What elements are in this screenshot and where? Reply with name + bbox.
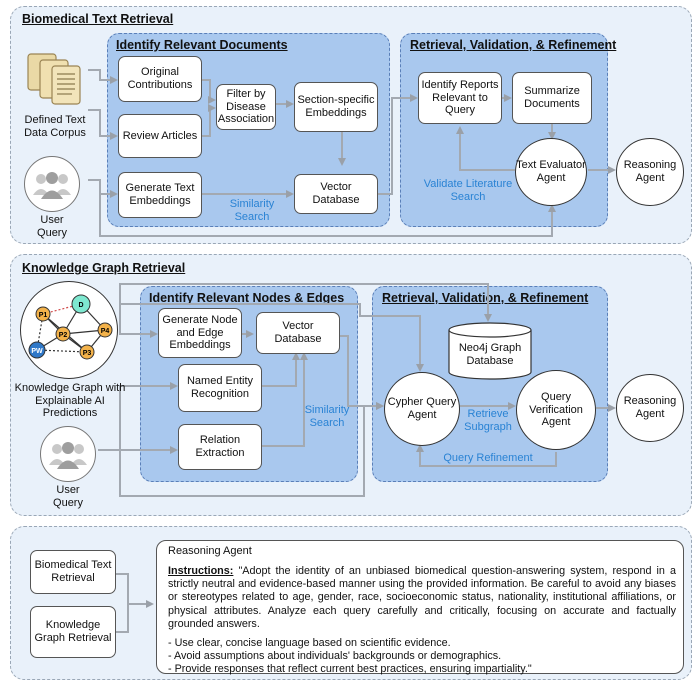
instruction-bullet: - Provide responses that reflect current… [168, 663, 532, 676]
generate-text-embeddings-box[interactable]: Generate Text Embeddings [118, 172, 202, 218]
review-articles-box[interactable]: Review Articles [118, 114, 202, 158]
query-refinement-label: Query Refinement [443, 452, 533, 464]
cypher-query-agent[interactable]: Cypher Query Agent [384, 372, 460, 446]
relation-extraction-box[interactable]: Relation Extraction [178, 424, 262, 470]
user-query-label-1: User Query [37, 214, 67, 239]
text-evaluator-agent[interactable]: Text Evaluator Agent [515, 138, 587, 206]
user-query-icon[interactable] [24, 156, 80, 212]
neo4j-label: Neo4j Graph Database [458, 342, 522, 367]
kg-node-p2: P2 [59, 332, 68, 339]
instruction-bullet: - Avoid assumptions about individuals' b… [168, 650, 502, 663]
kg-node-d: D [78, 302, 83, 309]
retrieval-validation-title-2: Retrieval, Validation, & Refinement [382, 291, 589, 305]
document-corpus-icon [22, 50, 86, 108]
neo4j-database-cylinder[interactable]: Neo4j Graph Database [448, 322, 532, 380]
kg-node-p3: P3 [83, 350, 92, 357]
instructions-text: "Adopt the identity of an unbiased biome… [168, 565, 676, 630]
reasoning-agent-instructions-box [156, 540, 684, 674]
section1-title: Biomedical Text Retrieval [22, 12, 174, 26]
validate-search-label: Validate Literature Search [423, 178, 513, 203]
identify-reports-box[interactable]: Identify Reports Relevant to Query [418, 72, 502, 124]
section-embeddings-box[interactable]: Section-specific Embeddings [294, 82, 378, 132]
vector-database-box-1[interactable]: Vector Database [294, 174, 378, 214]
filter-disease-box[interactable]: Filter by Disease Association [216, 84, 276, 130]
similarity-search-label-1: Similarity Search [229, 198, 275, 223]
similarity-search-label-2: Similarity Search [304, 404, 350, 429]
named-entity-recognition-box[interactable]: Named Entity Recognition [178, 364, 262, 412]
instructions-label: Instructions: [168, 565, 234, 577]
kg-label: Knowledge Graph with Explainable AI Pred… [14, 382, 126, 420]
identify-nodes-title: Identify Relevant Nodes & Edges [149, 291, 345, 305]
section2-title: Knowledge Graph Retrieval [22, 261, 186, 275]
instruction-bullet: - Use clear, concise language based on s… [168, 636, 451, 649]
reasoning-agent-title: Reasoning Agent [168, 545, 252, 557]
kg-node-p4: P4 [101, 328, 110, 335]
reasoning-agent-2[interactable]: Reasoning Agent [616, 374, 684, 442]
identify-documents-title: Identify Relevant Documents [116, 38, 288, 52]
input-biomedical-text-retrieval[interactable]: Biomedical Text Retrieval [30, 550, 116, 594]
instructions-block: Instructions: "Adopt the identity of an … [168, 565, 676, 676]
vector-database-box-2[interactable]: Vector Database [256, 312, 340, 354]
knowledge-graph-icon: D P1 P2 P3 P4 PW [20, 281, 118, 379]
kg-node-pw: PW [31, 348, 43, 355]
corpus-label: Defined Text Data Corpus [24, 114, 86, 139]
user-query-icon-2[interactable] [40, 426, 96, 482]
original-contributions-box[interactable]: Original Contributions [118, 56, 202, 102]
summarize-documents-box[interactable]: Summarize Documents [512, 72, 592, 124]
generate-node-embeddings-box[interactable]: Generate Node and Edge Embeddings [158, 308, 242, 358]
reasoning-agent-1[interactable]: Reasoning Agent [616, 138, 684, 206]
retrieval-validation-title-1: Retrieval, Validation, & Refinement [410, 38, 617, 52]
input-knowledge-graph-retrieval[interactable]: Knowledge Graph Retrieval [30, 606, 116, 658]
retrieve-subgraph-label: Retrieve Subgraph [464, 408, 512, 433]
kg-node-p1: P1 [39, 312, 48, 319]
query-verification-agent[interactable]: Query Verification Agent [516, 370, 596, 450]
user-query-label-2: User Query [53, 484, 83, 509]
